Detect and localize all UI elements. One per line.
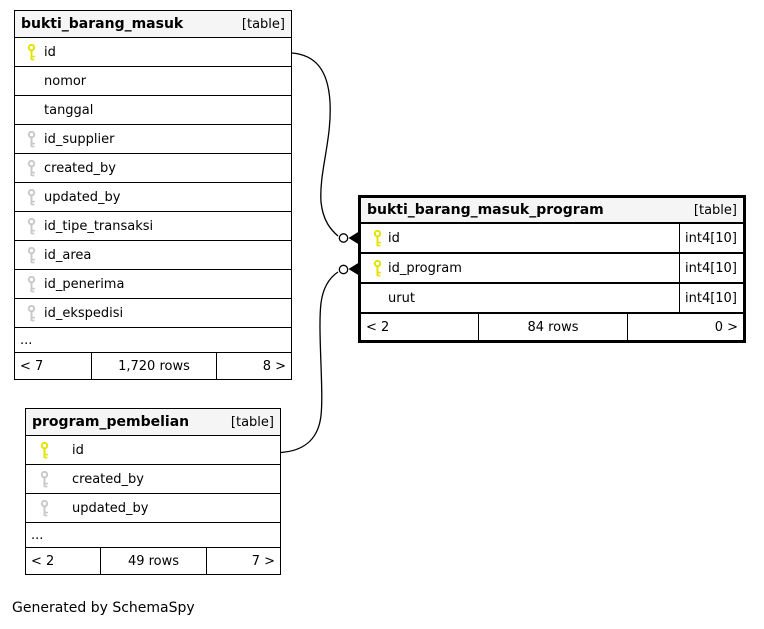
table-program-pembelian[interactable]: program_pembelian [table] id created_by … <box>25 408 281 575</box>
column-row-id: id <box>15 38 291 67</box>
column-row-created-by: created_by <box>26 465 280 494</box>
column-type: int4[10] <box>679 284 743 312</box>
table-type-tag: [table] <box>230 414 274 430</box>
foreign-key-icon <box>27 159 36 177</box>
column-row-id-ekspedisi: id_ekspedisi <box>15 299 291 328</box>
foreign-key-icon <box>27 188 36 206</box>
table-header[interactable]: bukti_barang_masuk_program [table] <box>361 198 743 224</box>
table-footer: < 2 84 rows 0 > <box>361 314 743 340</box>
column-row-updated-by: updated_by <box>15 183 291 212</box>
primary-key-icon <box>40 441 49 459</box>
column-row-id-supplier: id_supplier <box>15 125 291 154</box>
table-title: program_pembelian <box>32 414 190 430</box>
table-title: bukti_barang_masuk_program <box>367 202 604 218</box>
column-icon-placeholder <box>27 73 36 90</box>
column-name: id_supplier <box>44 131 115 147</box>
table-header[interactable]: program_pembelian [table] <box>26 409 280 436</box>
table-footer: < 7 1,720 rows 8 > <box>15 353 291 379</box>
table-bukti-barang-masuk-program[interactable]: bukti_barang_masuk_program [table] id in… <box>358 195 746 343</box>
row-count: 84 rows <box>478 314 628 340</box>
column-row-id: id int4[10] <box>361 224 743 254</box>
table-title: bukti_barang_masuk <box>21 16 184 32</box>
column-name: id <box>72 442 84 458</box>
primary-key-icon <box>373 229 382 247</box>
column-type: int4[10] <box>679 224 743 252</box>
table-footer: < 2 49 rows 7 > <box>26 548 280 574</box>
related-in-count: < 2 <box>366 319 390 335</box>
row-count: 49 rows <box>100 548 207 574</box>
column-name: updated_by <box>44 189 121 205</box>
more-columns-ellipsis: ... <box>26 523 280 548</box>
column-type: int4[10] <box>679 254 743 282</box>
column-row-nomor: nomor <box>15 67 291 96</box>
column-row-urut: urut int4[10] <box>361 284 743 314</box>
relationship-line-bukti-id <box>291 52 339 237</box>
column-row-id: id <box>26 436 280 465</box>
column-icon-placeholder <box>27 102 36 119</box>
column-name: id_ekspedisi <box>44 305 124 321</box>
column-row-id-penerima: id_penerima <box>15 270 291 299</box>
column-name: id <box>44 44 56 60</box>
primary-key-icon <box>27 43 36 61</box>
column-name: created_by <box>44 160 116 176</box>
foreign-key-icon <box>40 470 49 488</box>
foreign-key-icon <box>40 499 49 517</box>
column-name: id <box>388 230 400 246</box>
foreign-key-icon <box>27 217 36 235</box>
table-header[interactable]: bukti_barang_masuk [table] <box>15 11 291 38</box>
column-row-updated-by: updated_by <box>26 494 280 523</box>
related-out-count: 7 > <box>251 553 275 569</box>
primary-key-icon <box>373 259 382 277</box>
column-name: nomor <box>44 73 87 89</box>
column-name: urut <box>388 290 415 306</box>
related-in-count: < 7 <box>20 358 44 374</box>
cardinality-circle <box>338 264 349 275</box>
column-name: tanggal <box>44 102 94 118</box>
table-type-tag: [table] <box>241 16 285 32</box>
column-name: id_program <box>388 260 462 276</box>
related-in-count: < 2 <box>31 553 55 569</box>
column-name: id_penerima <box>44 276 125 292</box>
column-name: created_by <box>72 471 144 487</box>
column-row-id-program: id_program int4[10] <box>361 254 743 284</box>
table-bukti-barang-masuk[interactable]: bukti_barang_masuk [table] id nomor tang… <box>14 10 292 380</box>
column-row-id-area: id_area <box>15 241 291 270</box>
column-row-tanggal: tanggal <box>15 96 291 125</box>
foreign-key-icon <box>27 275 36 293</box>
foreign-key-icon <box>27 304 36 322</box>
column-icon-placeholder <box>373 290 382 307</box>
column-name: updated_by <box>72 500 149 516</box>
foreign-key-icon <box>27 130 36 148</box>
table-type-tag: [table] <box>693 202 737 218</box>
column-name: id_tipe_transaksi <box>44 218 154 234</box>
column-row-id-tipe-transaksi: id_tipe_transaksi <box>15 212 291 241</box>
more-columns-ellipsis: ... <box>15 328 291 353</box>
column-name: id_area <box>44 247 92 263</box>
foreign-key-icon <box>27 246 36 264</box>
cardinality-circle <box>338 233 349 243</box>
generated-by-note: Generated by SchemaSpy <box>12 600 195 616</box>
column-row-created-by: created_by <box>15 154 291 183</box>
row-count: 1,720 rows <box>91 353 217 379</box>
related-out-count: 0 > <box>714 319 738 335</box>
related-out-count: 8 > <box>262 358 286 374</box>
